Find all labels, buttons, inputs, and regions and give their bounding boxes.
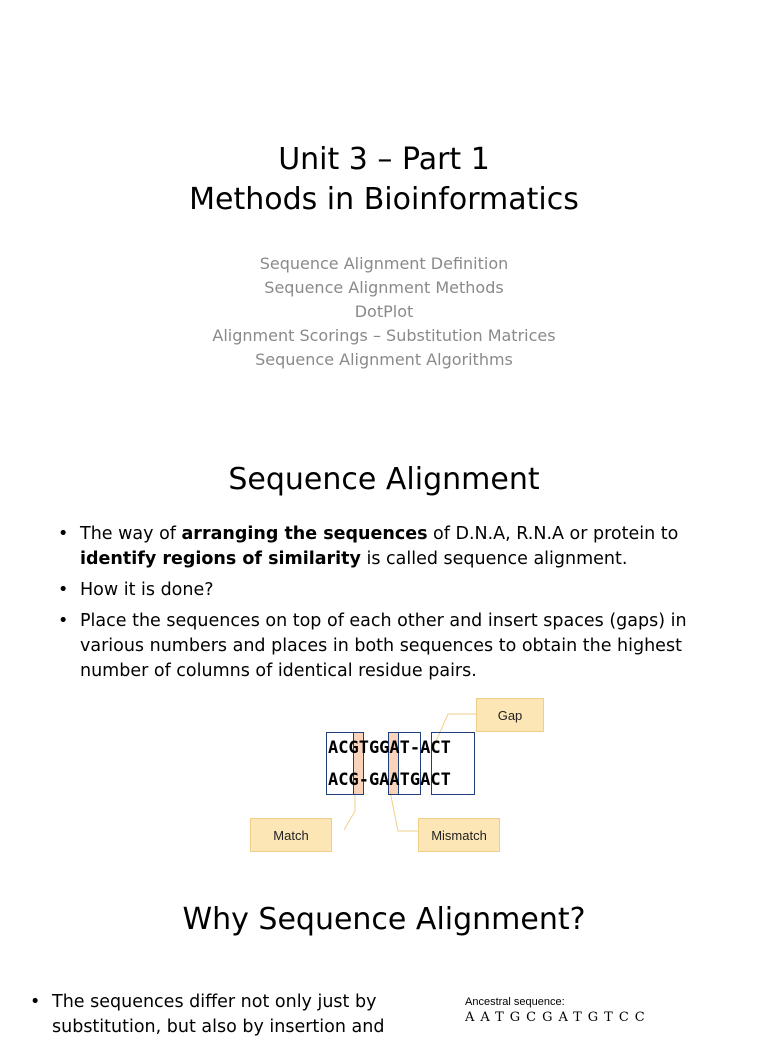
ancestral-label: Ancestral sequence: <box>465 996 565 1008</box>
title-line-1: Unit 3 – Part 1 <box>278 142 490 177</box>
gap-callout: Gap <box>476 698 544 732</box>
text: The way of <box>80 524 182 544</box>
callout-leaders <box>343 713 476 832</box>
topic-item: DotPlot <box>354 302 414 321</box>
title-line-2: Methods in Bioinformatics <box>189 182 579 217</box>
bullet-dot: • <box>58 580 69 600</box>
text: of D.N.A, R.N.A or protein to <box>427 524 679 544</box>
bold-text: arranging the sequences <box>181 524 428 544</box>
sequence-bottom: ACG-GAATGACT <box>328 770 451 790</box>
bold-text: identify regions of similarity <box>80 549 361 569</box>
ancestral-sequence: AATGCGATGTCC <box>465 1010 651 1025</box>
bullet-dot: • <box>58 524 69 544</box>
match-callout: Match <box>250 818 332 852</box>
topic-item: Sequence Alignment Methods <box>264 278 504 297</box>
topic-item: Sequence Alignment Definition <box>259 254 509 273</box>
topic-item: Sequence Alignment Algorithms <box>255 350 513 369</box>
text: How it is done? <box>80 580 214 600</box>
slide2-title: Sequence Alignment <box>228 462 540 497</box>
bullet-definition: • The way of arranging the sequences of … <box>56 522 716 572</box>
bullet-how: • How it is done? <box>56 578 716 603</box>
slide-title: Unit 3 – Part 1 Methods in Bioinformatic… <box>0 140 768 372</box>
topic-item: Alignment Scorings – Substitution Matric… <box>212 326 556 345</box>
aligned-block-3 <box>431 732 475 795</box>
bullet-dot: • <box>58 611 69 631</box>
bullet-differ: • The sequences differ not only just by … <box>28 990 408 1040</box>
ancestral-sequence-block: Ancestral sequence: AATGCGATGTCC <box>465 996 755 1025</box>
bullet-dot: • <box>30 992 41 1012</box>
slide-sequence-alignment: Sequence Alignment <box>0 460 768 500</box>
topic-list: Sequence Alignment Definition Sequence A… <box>0 252 768 372</box>
sequence-top: ACGTGGAT-ACT <box>328 738 451 758</box>
slide-title-heading: Unit 3 – Part 1 Methods in Bioinformatic… <box>0 140 768 220</box>
aligned-block-2 <box>388 732 421 795</box>
slide2-bullets: • The way of arranging the sequences of … <box>56 522 716 690</box>
alignment-figure: Gap ACGTGGAT-ACT ACG-GAATGACT Match Mism… <box>240 696 560 856</box>
mismatch-callout: Mismatch <box>418 818 500 852</box>
text: is called sequence alignment. <box>360 549 628 569</box>
slide3-title: Why Sequence Alignment? <box>182 902 586 937</box>
aligned-block-1 <box>326 732 364 795</box>
text: The sequences differ not only just by su… <box>52 992 385 1037</box>
slide-why-alignment: Why Sequence Alignment? <box>0 900 768 940</box>
slide3-bullets: • The sequences differ not only just by … <box>28 990 408 1046</box>
bullet-method: • Place the sequences on top of each oth… <box>56 609 716 684</box>
text: Place the sequences on top of each other… <box>80 611 687 681</box>
